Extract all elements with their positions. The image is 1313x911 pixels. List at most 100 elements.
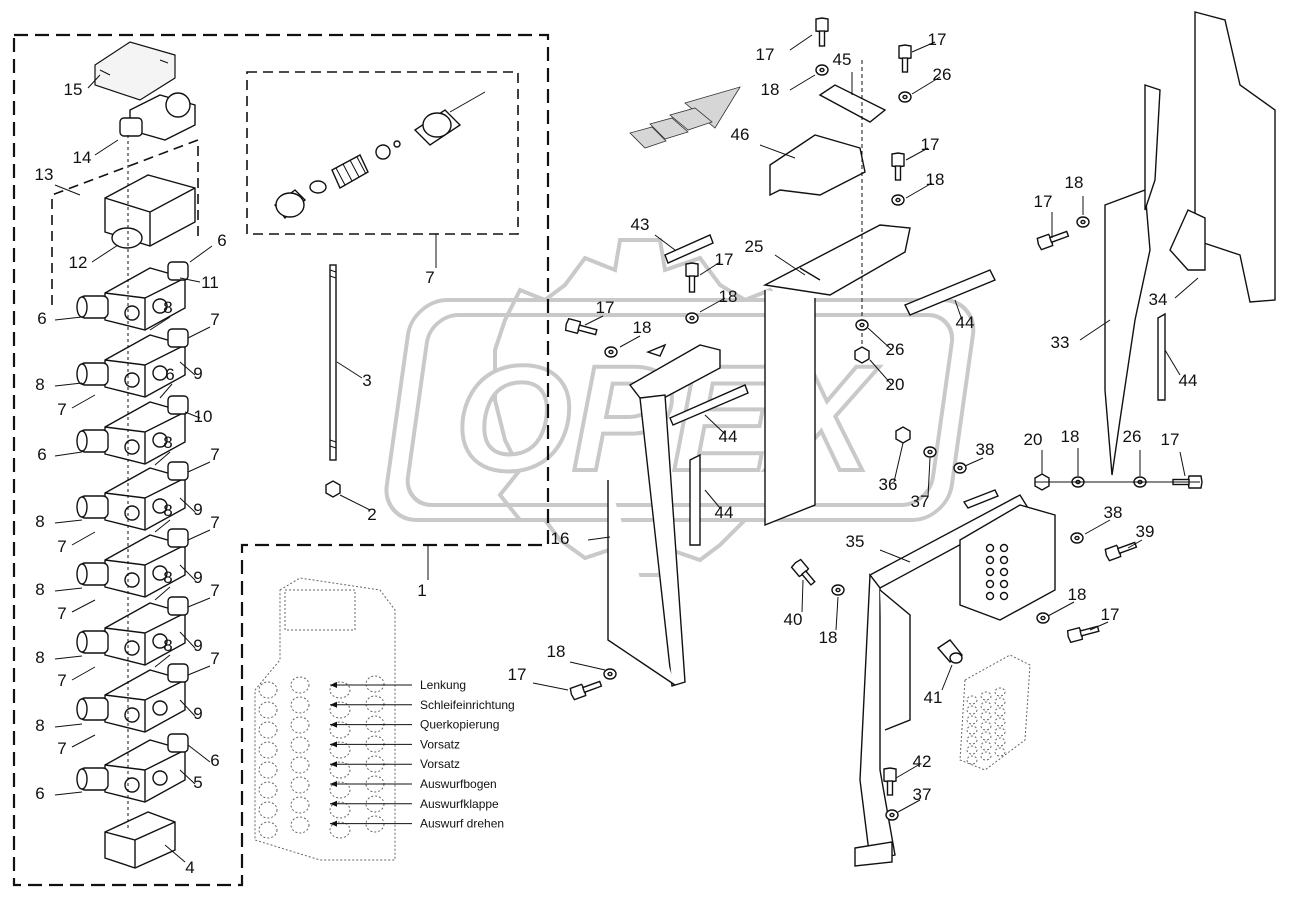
leader-c37b xyxy=(897,799,921,813)
leader-c7a xyxy=(187,326,211,339)
callout-c7f: 7 xyxy=(57,604,66,623)
leader-c7c xyxy=(187,461,211,473)
leader-c18h xyxy=(835,596,839,631)
callout-c26c: 26 xyxy=(1123,427,1142,446)
leader-c8e xyxy=(154,519,171,533)
callout-c7e: 7 xyxy=(210,513,219,532)
valve-section xyxy=(76,663,189,733)
leader-c33 xyxy=(1079,319,1111,341)
function-label: Auswurf drehen xyxy=(420,817,504,831)
callout-c17f: 17 xyxy=(1034,192,1053,211)
callout-c5: 5 xyxy=(193,773,202,792)
bolt xyxy=(564,317,598,336)
bolt xyxy=(898,44,912,73)
callout-c35: 35 xyxy=(846,532,865,551)
callout-c7k: 7 xyxy=(425,268,434,287)
callout-c44b: 44 xyxy=(719,427,738,446)
callout-c8i: 8 xyxy=(163,636,172,655)
function-label: Auswurfbogen xyxy=(420,777,497,791)
callout-c9e: 9 xyxy=(193,704,202,723)
bolt xyxy=(883,767,897,796)
callout-c7i: 7 xyxy=(210,649,219,668)
leader-c7e xyxy=(187,529,211,541)
nut xyxy=(854,346,870,364)
support-column xyxy=(607,343,721,687)
callout-c44a: 44 xyxy=(956,313,975,332)
callout-c18d: 18 xyxy=(633,318,652,337)
small-cover xyxy=(818,84,887,123)
leader-c17b xyxy=(911,41,936,53)
leader-c39 xyxy=(1127,539,1143,549)
leader-c8b xyxy=(54,382,83,387)
leader-c17e xyxy=(584,315,604,326)
callout-c9b: 9 xyxy=(193,500,202,519)
callout-c6d: 6 xyxy=(37,445,46,464)
bolt xyxy=(569,680,603,701)
function-label: Vorsatz xyxy=(420,757,460,771)
leader-c9a xyxy=(179,361,196,376)
leader-c7g xyxy=(187,597,211,608)
leader-c34 xyxy=(1174,277,1199,299)
tie-rod xyxy=(325,264,341,498)
valve-block-miniature xyxy=(959,654,1031,771)
leader-c17a xyxy=(789,34,813,51)
callout-c26b: 26 xyxy=(886,340,905,359)
leader-c18b xyxy=(905,182,933,199)
callout-c38a: 38 xyxy=(976,440,995,459)
leader-c6a xyxy=(189,245,213,263)
callout-c6b: 6 xyxy=(37,309,46,328)
callout-c1: 1 xyxy=(417,581,426,600)
leader-c5 xyxy=(179,769,196,785)
plug xyxy=(111,227,143,249)
bolt xyxy=(790,558,816,586)
callout-c17d: 17 xyxy=(715,250,734,269)
leader-c4 xyxy=(164,844,186,863)
bolt xyxy=(1104,541,1138,562)
leader-c18g xyxy=(1047,601,1075,617)
leader-c9c xyxy=(179,564,196,581)
leader-c37a xyxy=(927,457,931,498)
leader-c26b xyxy=(867,327,893,351)
callout-c44c: 44 xyxy=(715,503,734,522)
valve-section xyxy=(76,395,189,465)
valve-section xyxy=(76,261,189,331)
leader-c7b xyxy=(71,394,96,409)
callout-c8c: 8 xyxy=(163,433,172,452)
side-panels xyxy=(1104,11,1276,476)
callout-c9c: 9 xyxy=(193,568,202,587)
callout-c46: 46 xyxy=(731,125,750,144)
bolt xyxy=(891,152,905,181)
leader-c44a xyxy=(954,299,963,321)
leader-c40 xyxy=(801,579,804,613)
callout-c17b: 17 xyxy=(928,30,947,49)
leader-c8g xyxy=(154,586,171,601)
valve-stack xyxy=(76,41,196,869)
callout-c6f: 6 xyxy=(35,784,44,803)
callout-c16: 16 xyxy=(551,529,570,548)
leader-c14 xyxy=(94,139,119,156)
callout-c18g: 18 xyxy=(1068,585,1087,604)
valve-section xyxy=(76,733,189,803)
callout-c7g: 7 xyxy=(210,581,219,600)
callout-c8a: 8 xyxy=(163,298,172,317)
function-label: Auswurfklappe xyxy=(420,797,499,811)
long-cover xyxy=(762,224,911,296)
leader-c9e xyxy=(179,699,196,717)
leader-c25 xyxy=(774,254,806,276)
callout-c42: 42 xyxy=(913,752,932,771)
callout-c12: 12 xyxy=(69,253,88,272)
callout-c17g: 17 xyxy=(1161,430,1180,449)
group-boxes xyxy=(12,33,550,887)
valve-section xyxy=(76,461,189,531)
callout-c8j: 8 xyxy=(35,716,44,735)
valve-section xyxy=(76,528,189,598)
hex-nut xyxy=(325,480,341,498)
callout-c44d: 44 xyxy=(1179,371,1198,390)
leader-c46 xyxy=(759,144,796,159)
callout-c6a: 6 xyxy=(217,231,226,250)
callout-c7j: 7 xyxy=(57,739,66,758)
leader-c42 xyxy=(895,763,921,779)
fasteners xyxy=(564,17,1203,821)
callout-c20a: 20 xyxy=(886,375,905,394)
function-label: Lenkung xyxy=(420,678,466,692)
